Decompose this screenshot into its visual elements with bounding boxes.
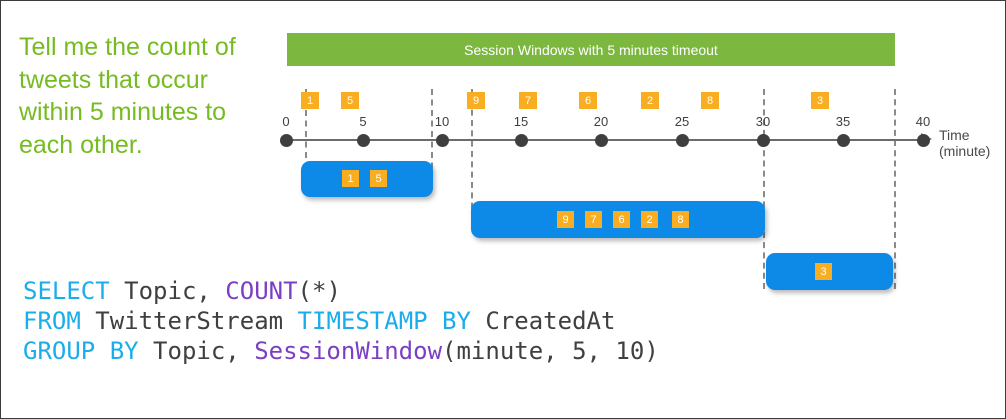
session-boundary-line (471, 89, 473, 219)
sql-token: SessionWindow (254, 337, 443, 365)
tweet-tag: 9 (467, 92, 485, 109)
axis-tick-dot (917, 134, 930, 147)
session-window-banner: Session Windows with 5 minutes timeout (287, 33, 895, 66)
sql-token: (minute, 5, 10) (442, 337, 659, 365)
axis-tick-dot (676, 134, 689, 147)
tweet-tag: 8 (701, 92, 719, 109)
banner-label: Session Windows with 5 minutes timeout (464, 41, 718, 58)
sql-token: COUNT (225, 277, 298, 305)
sql-line: FROM TwitterStream TIMESTAMP BY CreatedA… (23, 306, 659, 336)
sql-token: TwitterStream (80, 307, 298, 335)
session-boundary-line (431, 89, 433, 179)
axis-tick-dot (757, 134, 770, 147)
session-boundary-line (763, 89, 765, 289)
tweet-tag-in-window: 1 (342, 170, 359, 187)
axis-title: Time (minute) (939, 127, 991, 160)
sql-line: GROUP BY Topic, SessionWindow(minute, 5,… (23, 336, 659, 366)
tweet-tag: 3 (811, 92, 829, 109)
sql-token: GROUP BY (23, 337, 139, 365)
axis-tick-dot (280, 134, 293, 147)
tweet-tag-in-window: 2 (641, 211, 658, 228)
axis-tick-label: 20 (593, 114, 609, 129)
session-boundary-line (894, 89, 896, 289)
tweet-tag: 1 (301, 92, 319, 109)
sql-token: FROM (23, 307, 81, 335)
axis-tick-dot (357, 134, 370, 147)
sql-token: SELECT (23, 277, 110, 305)
sql-token: Topic, (109, 277, 226, 305)
tweet-tag-in-window: 5 (370, 170, 387, 187)
sql-query-block: SELECT Topic, COUNT(*)FROM TwitterStream… (23, 276, 659, 366)
tweet-tag-in-window: 8 (672, 211, 689, 228)
axis-tick-label: 40 (915, 114, 931, 129)
sql-line: SELECT Topic, COUNT(*) (23, 276, 659, 306)
axis-tick-label: 15 (513, 114, 529, 129)
axis-tick-dot (436, 134, 449, 147)
tweet-tag-in-window: 9 (557, 211, 574, 228)
tweet-tag: 5 (341, 92, 359, 109)
tweet-tag-in-window: 3 (815, 263, 832, 280)
axis-tick-dot (595, 134, 608, 147)
session-boundary-line (305, 89, 307, 179)
session-window-box (301, 161, 433, 197)
axis-tick-label: 30 (755, 114, 771, 129)
tweet-tag: 6 (579, 92, 597, 109)
sql-token: CreatedAt (470, 307, 616, 335)
axis-tick-label: 0 (282, 114, 290, 129)
tweet-tag: 2 (641, 92, 659, 109)
sql-token: TIMESTAMP BY (297, 307, 471, 335)
axis-tick-dot (515, 134, 528, 147)
axis-tick-label: 10 (434, 114, 450, 129)
axis-tick-label: 25 (674, 114, 690, 129)
axis-tick-label: 5 (359, 114, 367, 129)
axis-tick-label: 35 (835, 114, 851, 129)
tweet-tag-in-window: 6 (613, 211, 630, 228)
tweet-tag-in-window: 7 (585, 211, 602, 228)
sql-token: (*) (297, 277, 341, 305)
axis-tick-dot (837, 134, 850, 147)
sql-token: Topic, (138, 337, 255, 365)
prompt-text: Tell me the count of tweets that occur w… (19, 33, 236, 159)
tweet-tag: 7 (519, 92, 537, 109)
